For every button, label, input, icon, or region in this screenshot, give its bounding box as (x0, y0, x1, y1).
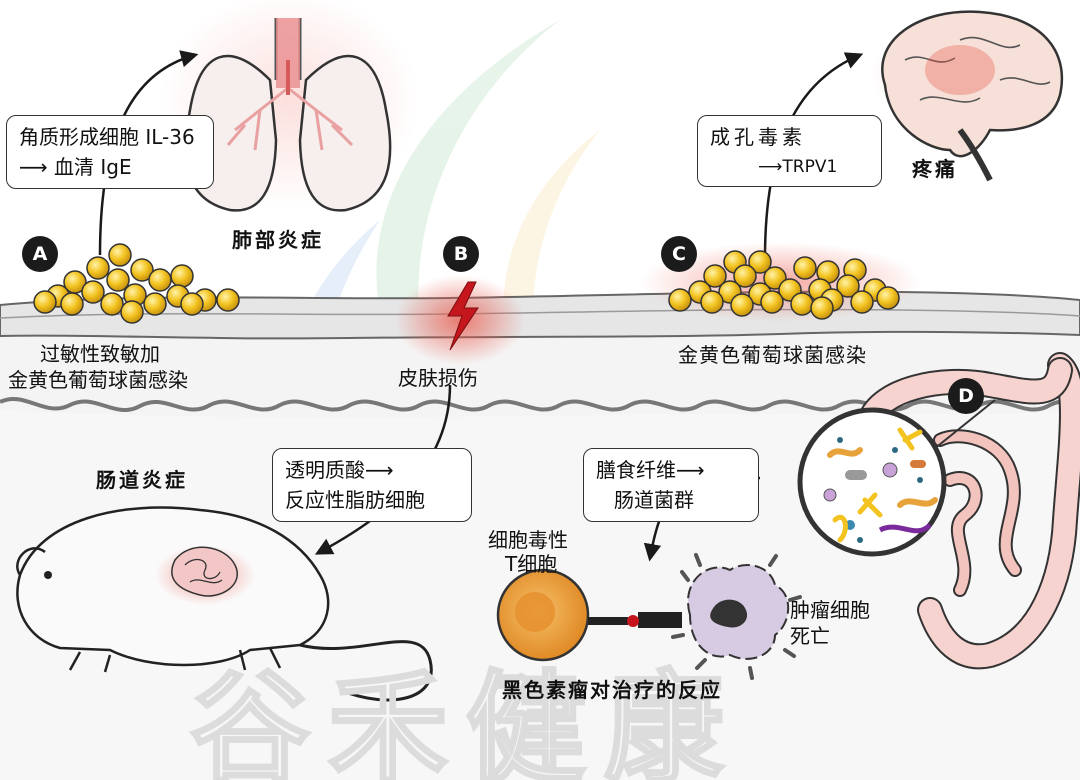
bacterium (170, 264, 194, 288)
box-a-keratinocyte: 角质形成细胞 IL-36 ⟶ 血清 IgE (6, 115, 214, 189)
immune-synapse (588, 612, 682, 628)
caption-a-line1: 过敏性致敏加 (40, 342, 160, 366)
tumor-label-line1: 肿瘤细胞 (790, 598, 870, 622)
bacterium (120, 300, 144, 324)
bacterium (836, 274, 860, 298)
box-d-line2: 肠道菌群 (614, 488, 694, 512)
skin-wave-line (0, 396, 1080, 413)
bacterium (148, 268, 172, 292)
tcell-label-line2: T细胞 (505, 552, 558, 576)
box-d-fiber: 膳食纤维⟶ 肠道菌群 (583, 448, 759, 522)
bacterium (100, 292, 124, 316)
bacterium (60, 292, 84, 316)
intestine-illustration (857, 352, 1080, 670)
bacterium (730, 293, 754, 317)
microbes (823, 427, 938, 543)
caption-skin-injury: 皮肤损伤 (398, 366, 478, 390)
box-c-line2: ⟶TRPV1 (758, 157, 838, 177)
watermark-text: 谷禾健康 (190, 660, 742, 780)
brain-illustration (870, 10, 1064, 182)
bacterium (81, 280, 105, 304)
injury-glow (395, 275, 525, 365)
bacterium (143, 292, 167, 316)
bacterium (216, 288, 240, 312)
bacterium (790, 292, 814, 316)
label-pain: 疼痛 (912, 157, 958, 181)
bacterium (86, 256, 110, 280)
bacterium (760, 290, 784, 314)
bacterium (108, 243, 132, 267)
label-lung-inflammation: 肺部炎症 (232, 228, 324, 252)
bacterium (130, 258, 154, 282)
bacterium (748, 250, 772, 274)
arrow-a-to-lung (98, 50, 199, 256)
bacterium (810, 296, 834, 320)
box-b-line2: 反应性脂肪细胞 (285, 488, 425, 512)
box-d-line1: 膳食纤维⟶ (596, 458, 705, 482)
label-melanoma-response: 黑色素瘤对治疗的反应 (502, 678, 722, 702)
bacterium (850, 290, 874, 314)
bacterium (700, 290, 724, 314)
box-b-hyaluronic: 透明质酸⟶ 反应性脂肪细胞 (272, 448, 472, 522)
bacterium (703, 264, 727, 288)
bacteria-cluster-c (668, 250, 900, 320)
lightning-bolt-icon (447, 281, 479, 351)
marker-c: C (661, 236, 697, 272)
bacterium (876, 286, 900, 310)
tumor-cell-illustration (671, 553, 802, 680)
tumor-label-line2: 死亡 (790, 624, 830, 648)
box-a-line2: ⟶ 血清 IgE (19, 155, 132, 179)
box-c-toxin: 成孔毒素 ⟶TRPV1 (697, 115, 882, 187)
caption-c-infection: 金黄色葡萄球菌感染 (678, 343, 867, 367)
tcell-label-line1: 细胞毒性 (488, 528, 568, 552)
bacterium (106, 268, 130, 292)
box-a-line1: 角质形成细胞 IL-36 (19, 125, 195, 149)
bacterium (733, 264, 757, 288)
label-gut-inflammation: 肠道炎症 (96, 468, 188, 492)
box-b-line1: 透明质酸⟶ (285, 458, 394, 482)
marker-d: D (948, 378, 984, 414)
bacterium (33, 290, 57, 314)
mouse-illustration (16, 506, 433, 702)
bacteria-cluster-a (33, 243, 240, 324)
caption-a-line2: 金黄色葡萄球菌感染 (8, 368, 188, 392)
bacterium (793, 256, 817, 280)
t-cell-illustration (496, 568, 590, 662)
marker-b: B (443, 236, 479, 272)
box-c-line1: 成孔毒素 (710, 125, 806, 149)
bacterium (180, 292, 204, 316)
bacterium (668, 288, 692, 312)
marker-a: A (22, 236, 58, 272)
